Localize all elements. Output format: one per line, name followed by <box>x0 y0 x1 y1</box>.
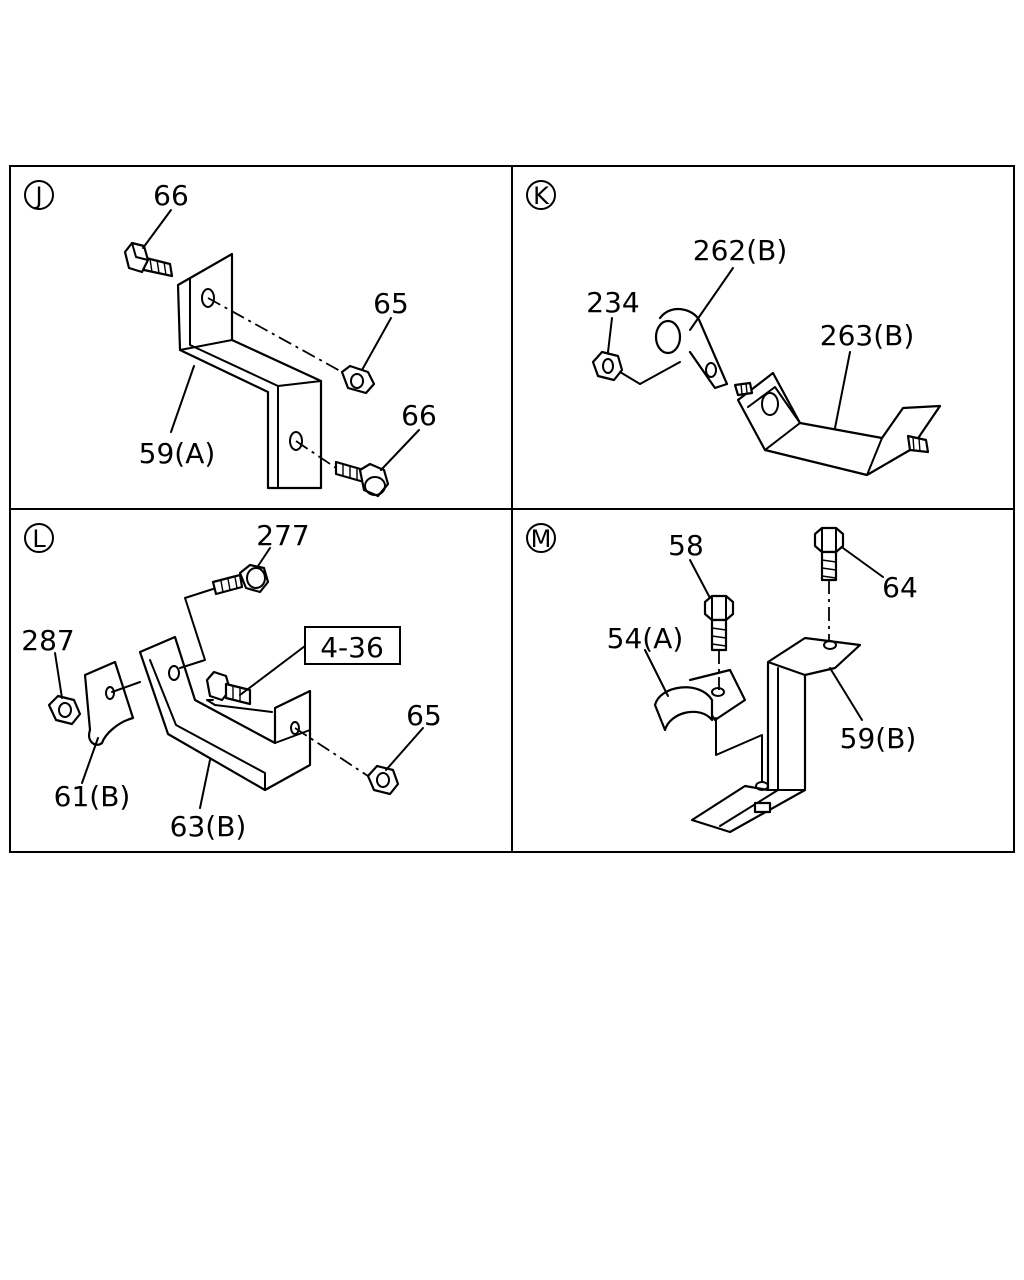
bracket-59a <box>176 252 323 490</box>
label-bracket-63b: 63(B) <box>170 810 247 843</box>
panel-m: M <box>526 523 918 834</box>
bolt-small <box>733 381 754 397</box>
label-bracket-59b: 59(B) <box>840 722 917 755</box>
label-nut-234: 234 <box>586 286 639 319</box>
label-bolt-277: 277 <box>256 519 309 552</box>
label-nut-287: 287 <box>21 624 74 657</box>
label-bolt-66-bottom: 66 <box>401 399 437 432</box>
reference-box <box>304 626 401 665</box>
bracket-263b <box>736 371 942 477</box>
panel-k-letter: K <box>533 182 550 210</box>
label-nut-65-l: 65 <box>406 699 442 732</box>
label-bracket-59a: 59(A) <box>139 437 216 470</box>
bolt-277 <box>211 563 270 596</box>
panel-k: K <box>526 180 942 477</box>
bolt-4-36 <box>205 670 252 706</box>
label-reference-4-36: 4-36 <box>320 631 384 664</box>
nut-65-l <box>366 764 400 796</box>
panel-j: J <box>24 179 437 498</box>
clip-54a <box>653 668 747 732</box>
panel-l-marker: L <box>24 523 54 553</box>
bracket-59b <box>690 636 862 834</box>
bolt-64 <box>813 526 845 582</box>
label-clip-54a: 54(A) <box>607 622 684 655</box>
label-clip-61b: 61(B) <box>54 780 131 813</box>
label-bracket-263b: 263(B) <box>820 319 915 352</box>
clip-262b <box>654 307 729 390</box>
panel-j-marker: J <box>24 180 54 210</box>
label-nut-65: 65 <box>373 287 409 320</box>
panel-m-letter: M <box>531 525 552 553</box>
panel-j-letter: J <box>33 182 42 210</box>
panel-l-letter: L <box>32 525 46 553</box>
label-bolt-66-top: 66 <box>153 179 189 212</box>
nut-234 <box>591 350 624 382</box>
bracket-63b <box>138 635 312 792</box>
panel-l: L <box>21 519 442 843</box>
bolt-66-top <box>123 241 174 278</box>
bolt-66-bottom <box>334 460 390 498</box>
nut-65 <box>340 364 376 395</box>
clip-61b <box>83 660 135 746</box>
panel-k-marker: K <box>526 180 556 210</box>
label-bolt-64: 64 <box>882 571 918 604</box>
label-bolt-58: 58 <box>668 529 704 562</box>
panel-m-marker: M <box>526 523 556 553</box>
bolt-58 <box>703 594 735 652</box>
nut-287 <box>47 694 82 726</box>
panel-grid <box>9 165 1015 853</box>
label-clip-262b: 262(B) <box>693 234 788 267</box>
